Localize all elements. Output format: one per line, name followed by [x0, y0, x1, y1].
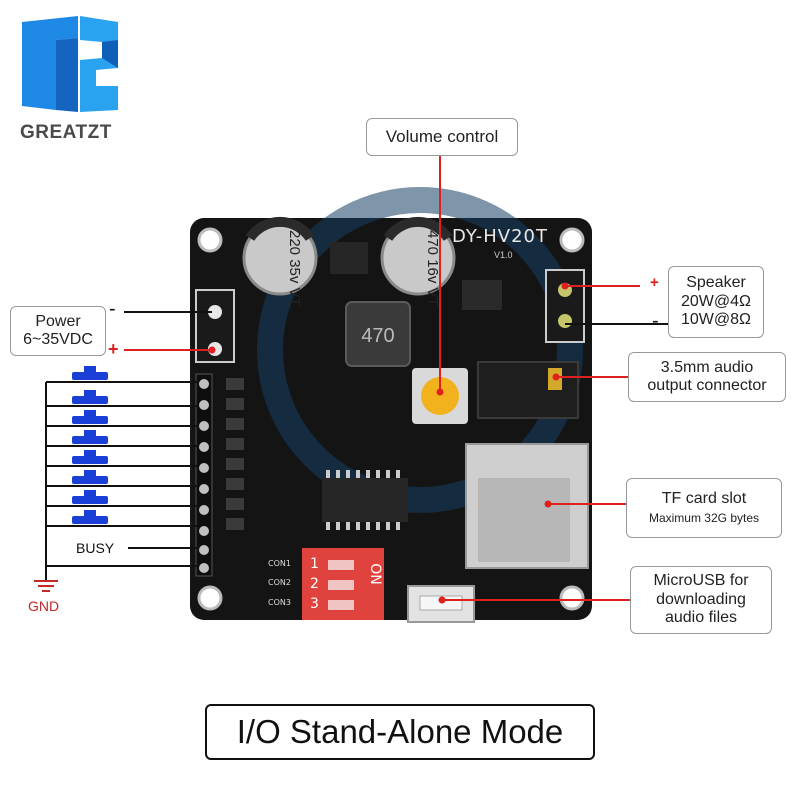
usb-label-line1: MicroUSB for: [653, 572, 749, 590]
speaker-callout: Speaker 20W@4Ω 10W@8Ω: [668, 266, 764, 338]
speaker-plus-sign: +: [650, 274, 659, 291]
con2-label: CON2: [268, 578, 291, 587]
power-minus-sign: -: [109, 298, 116, 320]
mode-title: I/O Stand-Alone Mode: [236, 713, 564, 750]
resistor-column: [226, 378, 244, 530]
speaker-label-line3: 10W@8Ω: [681, 311, 751, 329]
audio-label-line1: 3.5mm audio: [660, 358, 754, 376]
dip-num-2: 2: [310, 576, 319, 592]
watermark-ring: [257, 187, 583, 513]
potentiometer-knob: [421, 377, 459, 415]
push-buttons: [72, 366, 108, 524]
audio-jack: [477, 361, 579, 419]
power-plus-sign: +: [108, 339, 119, 359]
speaker-minus-sign: -: [652, 310, 659, 332]
ground-icon: [34, 580, 58, 592]
header-pins: [195, 373, 213, 577]
mode-title-box: I/O Stand-Alone Mode: [205, 704, 595, 760]
main-chip-pins: [326, 470, 400, 530]
volume-label: Volume control: [385, 127, 499, 147]
dip-num-3: 3: [310, 596, 319, 612]
usb-callout: MicroUSB for downloading audio files: [630, 566, 772, 634]
con3-label: CON3: [268, 598, 291, 607]
audio-callout: 3.5mm audio output connector: [628, 352, 786, 402]
board-version: V1.0: [494, 250, 513, 260]
power-label-line1: Power: [35, 312, 81, 330]
brand-name: GREATZT: [20, 122, 112, 143]
cap-right-text: 470 16v VT: [424, 230, 441, 307]
board-model: DY-HV20T: [452, 226, 548, 247]
tf-label-line1: TF card slot: [661, 489, 747, 507]
tf-label-line2: Maximum 32G bytes: [648, 511, 760, 526]
volume-callout: Volume control: [366, 118, 518, 156]
dip-on-label: ON: [366, 563, 383, 585]
audio-label-line2: output connector: [647, 377, 767, 394]
inductor: [345, 301, 411, 367]
power-callout: Power 6~35VDC: [10, 306, 106, 356]
capacitor-left: [242, 216, 318, 296]
usb-label-line3: audio files: [664, 609, 738, 627]
speaker-label-line2: 20W@4Ω: [681, 292, 751, 310]
capacitor-right: [380, 216, 456, 296]
power-label-line2: 6~35VDC: [23, 331, 93, 348]
speaker-label-line1: Speaker: [686, 274, 746, 292]
inductor-label: 470: [361, 325, 394, 347]
speaker-terminal: [545, 269, 585, 343]
usb-label-line2: downloading: [656, 590, 746, 608]
main-chip: [322, 478, 408, 522]
amp-chip: [462, 280, 502, 310]
con1-label: CON1: [268, 559, 291, 568]
tf-callout: TF card slot Maximum 32G bytes: [626, 478, 782, 538]
mounting-holes: [197, 227, 585, 611]
top-chip: [330, 242, 368, 274]
cap-left-text: 220 35v VT: [286, 230, 303, 307]
busy-label: BUSY: [76, 540, 115, 556]
io-wiring: [45, 381, 198, 580]
dip-num-1: 1: [310, 556, 319, 572]
brand-logo-icon: [22, 16, 118, 112]
gnd-label: GND: [28, 598, 60, 614]
